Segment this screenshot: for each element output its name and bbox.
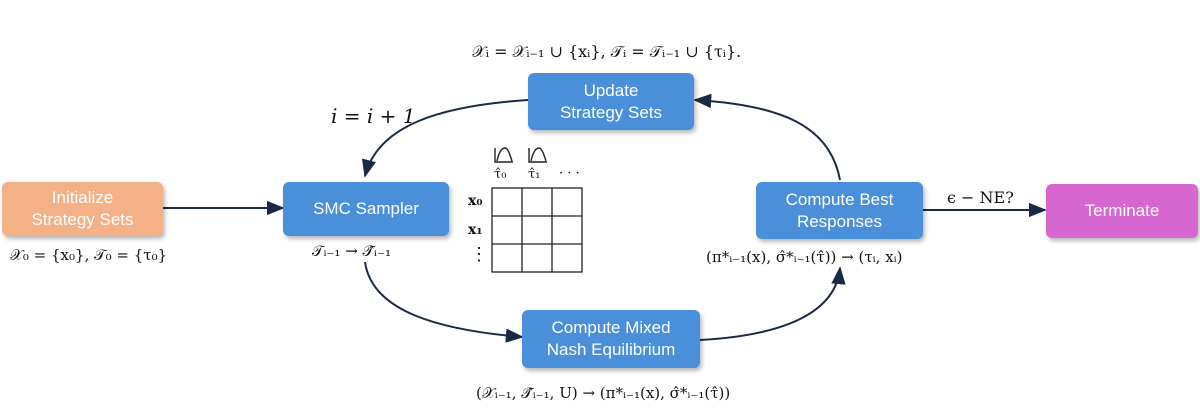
matrix-row-header: x₀: [468, 193, 483, 209]
arrow-best-to-update: [693, 93, 841, 181]
increment-label: i = i + 1: [331, 104, 416, 128]
compute-best-responses-node[interactable]: Compute Best Responses: [756, 182, 923, 239]
distribution-icon: [528, 147, 547, 163]
matrix-col-header: · · ·: [559, 166, 580, 181]
payoff-matrix-grid: [491, 187, 583, 273]
initialize-strategy-sets-node[interactable]: Initialize Strategy Sets: [2, 182, 163, 236]
matrix-col-header: τ̂₀: [494, 167, 507, 182]
matrix-row-header: ⋮: [470, 244, 488, 265]
terminate-node[interactable]: Terminate: [1046, 184, 1198, 238]
matrix-col-header: τ̂₁: [528, 167, 541, 182]
smc-sampler-node[interactable]: SMC Sampler: [283, 182, 449, 236]
arrow-smc-to-mixed: [364, 261, 524, 343]
update-sets-equation: 𝒳ᵢ = 𝒳ᵢ₋₁ ∪ {xᵢ}, 𝒯ᵢ = 𝒯ᵢ₋₁ ∪ {τᵢ}.: [472, 42, 742, 61]
arrow-update-to-smc: [362, 99, 529, 178]
arrow-mixed-to-best: [699, 266, 846, 341]
init-sets-equation: 𝒳₀ = {x₀}, 𝒯₀ = {τ₀}: [10, 246, 168, 264]
ne-check-label: ϵ − NE?: [947, 188, 1014, 207]
smc-step-equation: 𝒯ᵢ₋₁ → 𝒯̂ᵢ₋₁: [312, 242, 391, 260]
matrix-row-header: x₁: [468, 222, 483, 238]
compute-mixed-nash-node[interactable]: Compute Mixed Nash Equilibrium: [522, 310, 700, 368]
distribution-icon: [494, 147, 513, 163]
mixed-step-equation: (𝒳ᵢ₋₁, 𝒯̂ᵢ₋₁, U) → (π*ᵢ₋₁(x), σ̂*ᵢ₋₁(τ̂)…: [476, 384, 731, 402]
update-strategy-sets-node[interactable]: Update Strategy Sets: [528, 73, 694, 130]
best-step-equation: (π*ᵢ₋₁(x), σ̂*ᵢ₋₁(τ̂)) → (τᵢ, xᵢ): [706, 248, 903, 266]
